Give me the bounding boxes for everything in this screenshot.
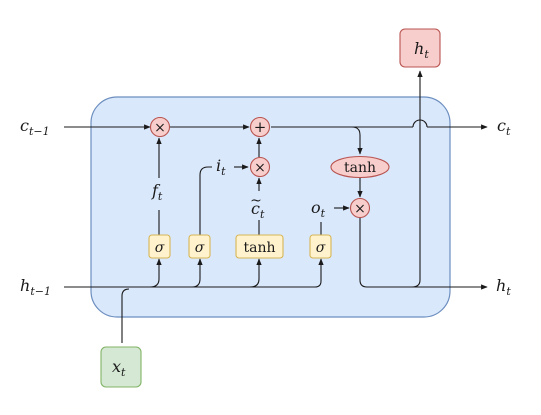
sigma-output-gate: σ: [309, 234, 332, 259]
cell-state-line: [64, 119, 488, 155]
tanh-candidate-label: tanh: [243, 240, 275, 256]
sigma-forget-label: σ: [155, 240, 165, 256]
mul-forget-op: ×: [149, 116, 171, 138]
gate-connections: [156, 70, 488, 290]
add-cell-op: +: [249, 116, 271, 138]
h-prev-label: ht−1: [20, 276, 51, 298]
c-prev-label: ct−1: [20, 116, 50, 138]
tanh-candidate-gate: tanh: [235, 234, 284, 259]
tanh-cell-gate: tanh: [330, 155, 390, 179]
h-output-top-label: ht: [414, 39, 429, 61]
sigma-output-label: σ: [316, 240, 326, 256]
hidden-input-line: [64, 258, 324, 343]
mul-input-op: ×: [249, 156, 271, 178]
lstm-cell-body: [90, 96, 451, 318]
forget-gate-label: ft: [151, 181, 163, 203]
h-out-label: ht: [496, 276, 511, 298]
candidate-tilde: ~: [250, 193, 262, 209]
x-input-box: xt: [100, 346, 142, 388]
output-gate-label: ot: [311, 198, 326, 220]
x-input-label: xt: [112, 357, 126, 379]
input-gate-label: it: [216, 156, 226, 178]
add-cell-symbol: +: [254, 118, 267, 136]
mul-input-symbol: ×: [254, 160, 266, 176]
c-out-label: ct: [497, 116, 511, 138]
tanh-cell-label: tanh: [344, 160, 376, 176]
mul-output-symbol: ×: [354, 201, 366, 217]
candidate-symbol: ct: [251, 199, 265, 221]
candidate-label: ~ ct: [250, 193, 265, 221]
sigma-input-gate: σ: [188, 234, 211, 259]
sigma-forget-gate: σ: [148, 234, 171, 259]
sigma-input-label: σ: [195, 240, 205, 256]
h-output-box: ht: [399, 28, 441, 68]
mul-output-op: ×: [349, 197, 371, 219]
mul-forget-symbol: ×: [154, 120, 166, 136]
